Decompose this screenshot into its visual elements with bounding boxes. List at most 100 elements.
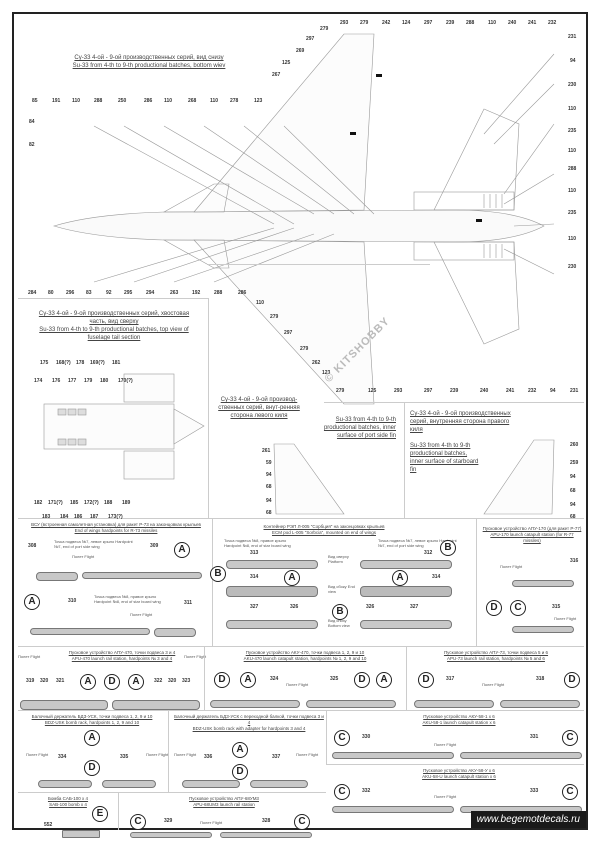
decal-rail	[306, 700, 396, 708]
marker-letter: B	[440, 540, 456, 556]
callout: 123	[254, 98, 263, 104]
callout: 279	[320, 26, 329, 32]
callout: 94	[266, 498, 272, 504]
apu470-title-en: APU-470 launch rail station, hardpoints …	[71, 656, 173, 661]
callout: 323	[182, 678, 191, 684]
decal-rail	[102, 780, 156, 788]
tail-title-ru: Су-33 4-ой - 9-ой производственных серий…	[38, 311, 190, 325]
callout: 288	[214, 290, 223, 296]
bdz-title-en: BDZ-USK bomb rack, hardpoints 1, 2, 9 an…	[44, 720, 140, 725]
callout: 279	[360, 20, 369, 26]
callout: 313	[250, 550, 259, 556]
callout: 235	[568, 128, 577, 134]
flight-arrow-label: Полет Flight	[500, 564, 523, 569]
callout: 279	[300, 346, 309, 352]
wingtip-title-ru: ВСУ (встроенная самолетная установка) дл…	[31, 522, 201, 527]
decal-rail	[226, 586, 318, 597]
divider	[204, 646, 205, 710]
callout: 239	[450, 388, 459, 394]
callout: 68	[266, 510, 272, 516]
divider	[404, 402, 405, 518]
decal-rail	[360, 620, 452, 629]
divider	[324, 402, 584, 403]
divider	[326, 710, 327, 764]
website-footer[interactable]: www.begemotdecals.ru	[470, 811, 586, 828]
decal-rail	[250, 780, 308, 788]
sab100-title-en: SAB-100 bomb x 4	[49, 802, 87, 807]
callout: 68	[570, 488, 576, 494]
callout: 110	[568, 188, 577, 194]
ecm-title-en: ECM pod L-005 "Sorbcia", mounted on end …	[271, 530, 376, 535]
callout: 317	[446, 676, 455, 682]
marker-letter: C	[334, 730, 350, 746]
callout: 173(?)	[108, 514, 123, 520]
apu68-title-en: APU-68UM3 launch rail station	[193, 802, 255, 807]
callout: 337	[272, 754, 281, 760]
marker-letter: D	[486, 600, 502, 616]
callout: 83	[86, 290, 92, 296]
hardpoint-note: Точка подвеса №7, левое крыло Hardpoint …	[378, 538, 457, 548]
bottom-view-title: Су-33 4-ой - 9-ой производственных серий…	[54, 54, 244, 70]
divider	[326, 764, 584, 765]
callout: 552	[44, 822, 53, 828]
callout: 191	[52, 98, 61, 104]
callout: 326	[366, 604, 375, 610]
callout: 278	[230, 98, 239, 104]
marker-letter: A	[174, 542, 190, 558]
marker-letter: C	[562, 730, 578, 746]
marker-letter: C	[294, 814, 310, 830]
bottom-view-title-en: Su-33 from 4-th to 9-th productional bat…	[72, 63, 226, 69]
decal-rail	[36, 572, 78, 581]
aku58u-title-en: AKU-58-U launch catapult station x 6	[422, 774, 496, 779]
flight-arrow-label: Полет Flight	[18, 654, 41, 659]
callout: 232	[548, 20, 557, 26]
callout: 231	[570, 388, 579, 394]
callout: 241	[506, 388, 515, 394]
callout: 288	[466, 20, 475, 26]
callout: 230	[568, 264, 577, 270]
marker-letter: A	[240, 672, 256, 688]
marker-letter: D	[232, 764, 248, 780]
apu73-title-ru: Пусковое устройство АПУ-73, точки подвес…	[443, 650, 549, 655]
callout: 94	[550, 388, 556, 394]
apu73-title: Пусковое устройство АПУ-73, точки подвес…	[412, 650, 580, 662]
decal-rail	[82, 572, 202, 579]
callout: 336	[204, 754, 213, 760]
callout: 182	[34, 500, 43, 506]
callout: 321	[56, 678, 65, 684]
port-fin-drawing	[273, 443, 345, 515]
marker-letter: B	[210, 566, 226, 582]
divider	[18, 298, 208, 299]
callout: 240	[480, 388, 489, 394]
flight-arrow-label: Полет Flight	[482, 682, 505, 687]
callout: 316	[570, 558, 579, 564]
flight-arrow-label: Полет Flight	[554, 616, 577, 621]
tail-title-en: Su-33 from 4-th to 9-th productional bat…	[39, 327, 189, 341]
decal-rail	[360, 586, 452, 597]
hardpoint-note: Точка подвеса №8, правое крыло Hardpoint…	[94, 594, 161, 604]
sab100-title-ru: Бомба САБ-100 х 4	[47, 796, 89, 801]
divider	[168, 710, 169, 792]
callout: 239	[446, 20, 455, 26]
callout: 284	[28, 290, 37, 296]
callout: 286	[144, 98, 153, 104]
decal-rail	[38, 780, 92, 788]
flight-arrow-label: Полет Flight	[286, 682, 309, 687]
view-label: Вид сверху Platform	[328, 554, 349, 564]
decal-rail	[512, 626, 574, 633]
aku58u-title-ru: Пусковое устройство АКУ-58-У х 6	[423, 768, 495, 773]
callout: 268	[188, 98, 197, 104]
callout: 175	[40, 360, 49, 366]
flight-arrow-label: Полет Flight	[200, 820, 223, 825]
callout: 269	[296, 48, 305, 54]
callout: 250	[118, 98, 127, 104]
callout: 232	[528, 388, 537, 394]
decal-rail	[332, 806, 454, 813]
marker-letter: A	[80, 674, 96, 690]
marker-letter: C	[334, 784, 350, 800]
callout: 110	[210, 98, 219, 104]
bdz-adapter-title: Балочный держатель БДЗ-УСК с переходной …	[174, 714, 324, 732]
flight-arrow-label: Полет Flight	[184, 654, 207, 659]
flight-arrow-label: Полет Flight	[174, 752, 197, 757]
marker-letter: A	[392, 570, 408, 586]
